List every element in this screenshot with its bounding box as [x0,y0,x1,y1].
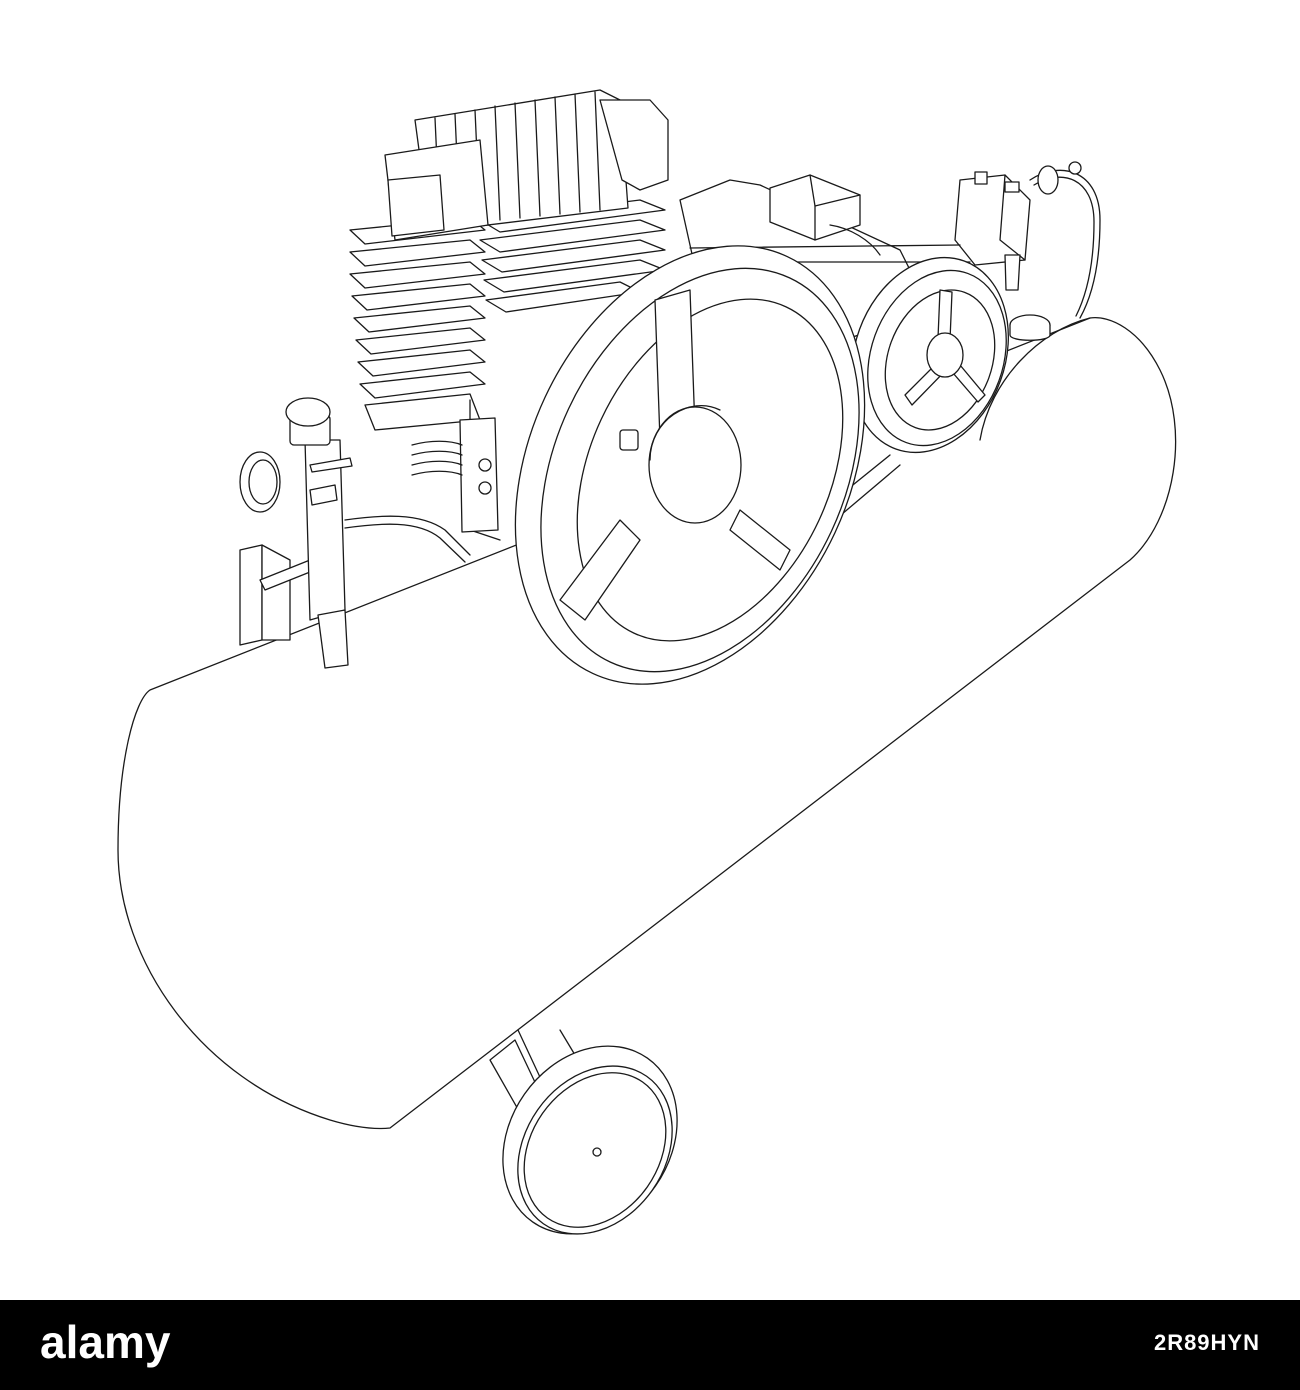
valve-knob [285,397,331,427]
motor-pulley-hub [926,332,964,378]
crankcase-side [459,417,499,533]
left-cooling-fins [349,217,486,431]
pressure-valve-assembly [239,397,471,669]
flywheel-hub [648,406,742,524]
wheel-hub [592,1147,602,1157]
lower-fins [411,440,463,476]
motor-pulley [851,256,1009,454]
valve-bracket [239,544,263,646]
pressure-switch [954,161,1101,319]
flywheel-spoke-right [729,509,791,571]
cylinder-block [349,89,669,541]
wheel-assembly [489,1029,678,1235]
pressure-gauge [239,451,281,513]
wheel [502,1045,678,1235]
valve-stem [317,609,349,669]
head-cap [599,99,669,191]
svg-text:alamy: alamy [40,1318,171,1368]
air-compressor-line-drawing [117,89,1177,1235]
stock-footer-bar: alamy 2R89HYN [0,1300,1300,1390]
valve-lever [309,457,353,473]
brand-logo: alamy [40,1318,210,1372]
air-tank [117,316,1177,1130]
tank-fitting [1009,314,1051,341]
flywheel-spoke-left [559,519,641,621]
flywheel [514,245,866,685]
cylinder-head [384,89,669,241]
image-id-label: 2R89HYN [1153,1330,1260,1355]
